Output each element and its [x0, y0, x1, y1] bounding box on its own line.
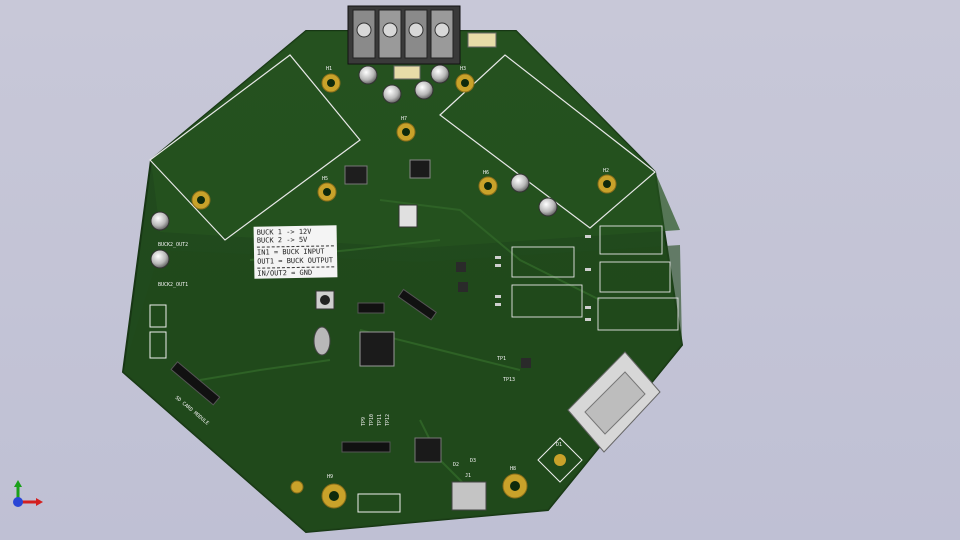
usb-connector	[451, 481, 487, 511]
label-buck2-out1: BUCK2_OUT1	[158, 282, 188, 288]
slide-switch	[398, 204, 418, 228]
heatsink-outline-left	[149, 54, 361, 241]
label-tp10: TP10	[369, 414, 375, 426]
label-tp13: TP13	[503, 377, 515, 383]
label-tp9: TP9	[361, 417, 367, 426]
copper-pour-upper	[151, 31, 680, 248]
note-line-5: IN/OUT2 = GND	[257, 268, 313, 278]
jst-connector-bottom	[357, 493, 401, 513]
note-line-4: OUT1 = BUCK OUTPUT	[257, 255, 334, 266]
smd-connector-top-right	[467, 32, 497, 48]
label-h5: H5	[322, 176, 328, 182]
label-d1: D1	[556, 442, 562, 448]
pin-header-bottom	[341, 441, 391, 453]
microcontroller-ic	[359, 331, 395, 367]
label-h6: H6	[483, 170, 489, 176]
ldo-ic	[414, 437, 442, 463]
standoff-posts	[150, 64, 558, 269]
3d-axis-triad-icon	[13, 480, 43, 507]
relay-outlines	[511, 225, 679, 331]
crystal-oscillator	[313, 326, 331, 356]
label-d3: D3	[470, 458, 476, 464]
smd-parts-right	[456, 235, 591, 368]
pin-header-top	[357, 302, 385, 314]
note-line-2: BUCK 2 -> 5V	[256, 235, 308, 245]
sd-card-header	[170, 361, 221, 406]
label-h2: H2	[603, 168, 609, 174]
label-buck2-out2: BUCK2_OUT2	[158, 242, 188, 248]
power-transistor	[344, 165, 368, 185]
label-j1: J1	[465, 473, 471, 479]
label-h8: H8	[510, 466, 516, 472]
smd-connector-top-mid	[393, 65, 421, 80]
jst-connector-left-1	[149, 304, 167, 328]
board-notes: BUCK 1 -> 12V BUCK 2 -> 5V IN1 = BUCK IN…	[253, 225, 338, 279]
label-tp1: TP1	[497, 356, 506, 362]
label-h7: H7	[401, 116, 407, 122]
terminal-block	[347, 5, 461, 65]
label-tp11: TP11	[377, 414, 383, 426]
label-h3: H3	[460, 66, 466, 72]
label-tp12: TP12	[385, 414, 391, 426]
jst-connector-left-2	[149, 331, 167, 359]
label-h9: H9	[327, 474, 333, 480]
label-d2: D2	[453, 462, 459, 468]
fuse-holder-outline	[537, 437, 583, 483]
heatsink-outline-right	[439, 54, 656, 229]
label-h1: H1	[326, 66, 332, 72]
pin-header-diag	[397, 288, 437, 321]
regulator-ic	[409, 159, 431, 179]
